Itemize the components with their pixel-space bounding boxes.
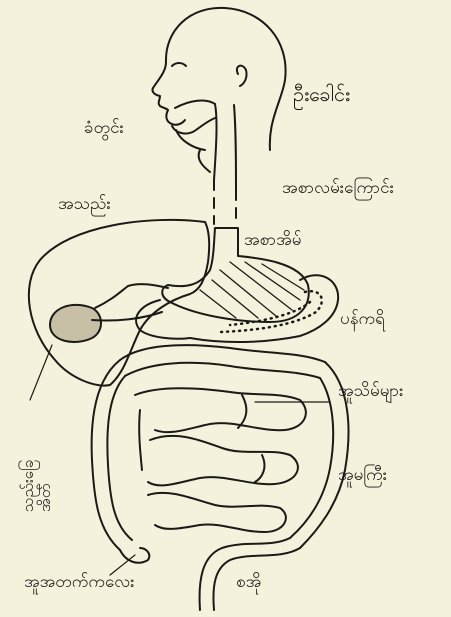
label-stomach: အစာအိမ်	[244, 232, 301, 249]
label-appendix: အူအတက်ကလေး	[24, 574, 135, 591]
mouth-cavity	[172, 118, 215, 133]
nasal-cavity	[175, 101, 215, 108]
chin-jaw	[199, 150, 210, 172]
bile-duct-2	[92, 312, 162, 321]
label-liver: အသည်း	[58, 196, 111, 213]
head-outline	[152, 8, 285, 150]
pharynx-back	[234, 105, 236, 190]
transverse-colon-top	[120, 345, 325, 362]
bile-duct	[95, 284, 168, 308]
label-rectum: စအို	[236, 574, 261, 591]
pancreas-outline	[190, 275, 338, 342]
label-small-intestine: အူသိမ်များ	[338, 383, 403, 400]
label-esophagus: အစာလမ်းကြောင်း	[282, 180, 394, 197]
eye	[172, 63, 186, 66]
label-head: ဦးခေါင်း	[293, 84, 350, 104]
label-gallbladder-line2: အိတ်	[37, 460, 54, 512]
label-mouth: ခံတွင်း	[84, 120, 124, 137]
label-large-intestine: အူမကြီး	[338, 467, 387, 484]
transverse-colon-bottom	[125, 363, 320, 378]
gallbladder	[50, 305, 101, 342]
pharynx	[214, 104, 217, 180]
label-pancreas: ပန်ကရိ	[340, 311, 385, 328]
label-gallbladder: သည်းခြေ အိတ်	[20, 460, 55, 512]
ascending-colon-inner	[107, 376, 132, 540]
ear	[237, 66, 247, 86]
small-intestine-coils	[135, 388, 306, 532]
gallbladder-leader	[30, 345, 52, 400]
ascending-colon-outer	[92, 360, 120, 550]
stomach-hatching	[200, 262, 304, 318]
label-gallbladder-line1: သည်းခြေ	[20, 460, 37, 512]
